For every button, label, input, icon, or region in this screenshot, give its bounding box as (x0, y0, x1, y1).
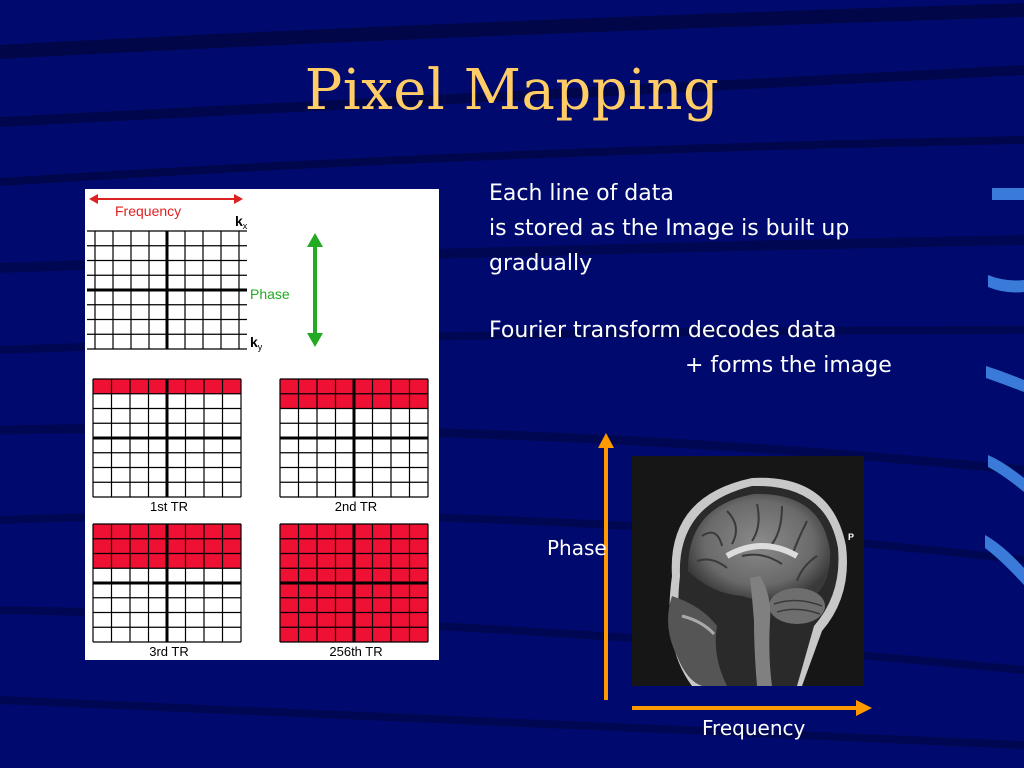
panel-label-256th-tr: 256th TR (329, 644, 382, 659)
description-line: Each line of data (489, 181, 674, 206)
description-line: + forms the image (685, 353, 892, 378)
frequency-axis-label: Frequency (702, 716, 806, 740)
tr-panel-2 (279, 378, 429, 498)
description-line: Fourier transform decodes data (489, 318, 837, 343)
kspace-grid (87, 230, 247, 350)
slide-title: Pixel Mapping (304, 58, 720, 123)
frequency-axis-arrow (632, 700, 872, 716)
description-paragraph-1: Each line of data is stored as the Image… (489, 176, 849, 281)
mri-brain-svg: P (632, 456, 864, 686)
description-paragraph-2: Fourier transform decodes data + forms t… (489, 313, 892, 383)
ky-label: ky (250, 334, 263, 352)
orientation-marker: P (848, 532, 854, 542)
frequency-arrow (89, 194, 243, 204)
phase-arrow (307, 233, 323, 347)
description-line: is stored as the Image is built up (489, 216, 850, 241)
panel-label-1st-tr: 1st TR (150, 499, 188, 514)
frequency-label: Frequency (115, 203, 181, 219)
kspace-svg: Frequency kx ky Phase 1st TR 2nd TR 3rd … (87, 194, 429, 659)
kspace-diagram: Frequency kx ky Phase 1st TR 2nd TR 3rd … (85, 189, 439, 660)
tr-panel-1 (92, 378, 242, 498)
description-line: gradually (489, 251, 593, 276)
panel-label-2nd-tr: 2nd TR (335, 499, 377, 514)
tr-panel-256 (279, 523, 429, 643)
tr-panel-3 (92, 523, 242, 643)
phase-axis-label: Phase (547, 536, 607, 560)
panel-label-3rd-tr: 3rd TR (149, 644, 189, 659)
phase-axis-arrow (598, 433, 614, 700)
mri-brain-image: P (632, 456, 864, 686)
kx-label: kx (235, 213, 248, 231)
phase-label: Phase (250, 286, 290, 302)
mri-axes (598, 433, 872, 716)
